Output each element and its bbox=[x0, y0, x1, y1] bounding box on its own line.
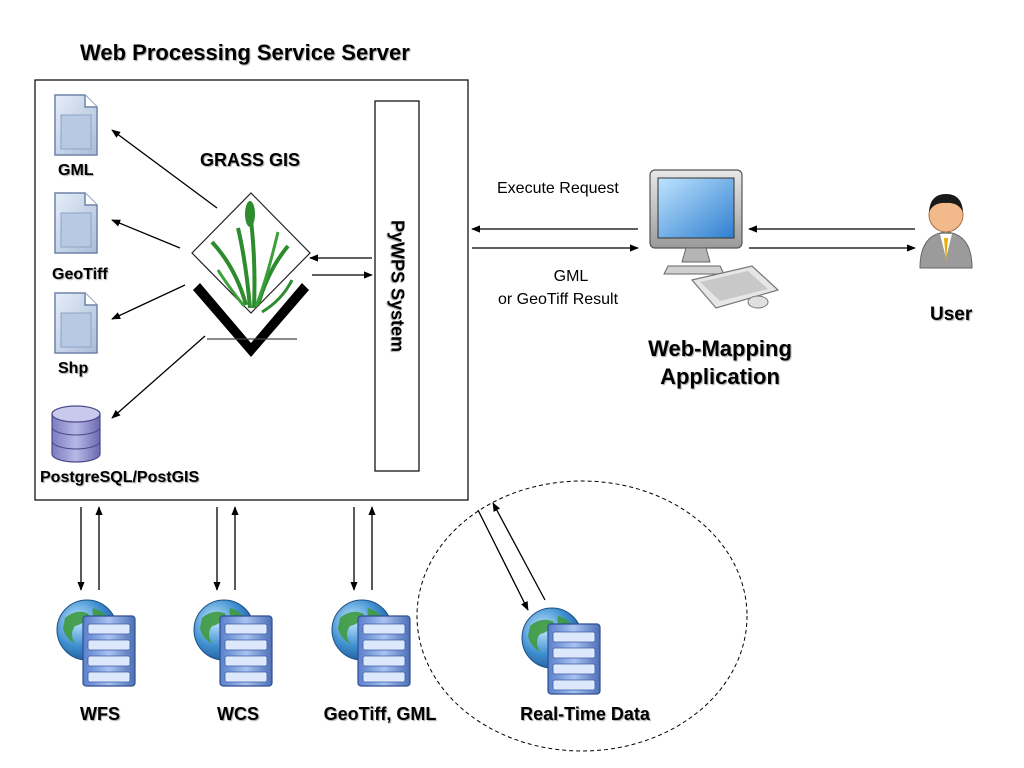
shp-file-label: Shp bbox=[58, 360, 89, 377]
shp-file-icon bbox=[54, 292, 98, 354]
pywps-label: PyWPS System bbox=[387, 219, 408, 353]
real-time-data-label: Real-Time Data bbox=[520, 704, 650, 724]
geotiff-file-label: GeoTiff bbox=[52, 266, 108, 283]
gml-file-label: GML bbox=[58, 162, 94, 179]
wcs-server-icon bbox=[193, 599, 273, 687]
user-label: User bbox=[930, 304, 973, 325]
geotiff-gml-label: GeoTiff, GML bbox=[323, 704, 437, 724]
user-webmapping-arrows bbox=[748, 225, 916, 252]
wfs-label: WFS bbox=[80, 704, 120, 724]
webmapping-label-line2: Application bbox=[660, 364, 780, 389]
grass-gis-label: GRASS GIS bbox=[200, 150, 301, 170]
user-avatar-icon bbox=[919, 194, 973, 269]
database-label: PostgreSQL/PostGIS bbox=[40, 469, 200, 486]
computer-icon bbox=[649, 169, 780, 309]
wcs-label: WCS bbox=[217, 704, 259, 724]
pywps-box bbox=[374, 100, 420, 472]
service-arrows bbox=[77, 502, 546, 611]
grass-gis-logo-icon bbox=[191, 192, 311, 357]
real-time-boundary bbox=[416, 480, 748, 752]
request-response-arrows bbox=[471, 225, 639, 252]
database-icon bbox=[51, 405, 101, 463]
webmapping-label-line1: Web-Mapping bbox=[648, 336, 792, 361]
gml-file-icon bbox=[54, 94, 98, 156]
grass-output-arrows bbox=[111, 129, 218, 419]
wps-server-box bbox=[34, 79, 469, 501]
result-label-line1: GML bbox=[553, 268, 589, 285]
real-time-server-icon bbox=[521, 607, 601, 695]
geotiff-gml-server-icon bbox=[331, 599, 411, 687]
result-label-line2: or GeoTiff Result bbox=[498, 291, 619, 308]
geotiff-file-icon bbox=[54, 192, 98, 254]
execute-request-label: Execute Request bbox=[497, 180, 619, 197]
diagram-title: Web Processing Service Server bbox=[80, 40, 410, 65]
wfs-server-icon bbox=[56, 599, 136, 687]
grass-pywps-arrows bbox=[309, 254, 373, 279]
